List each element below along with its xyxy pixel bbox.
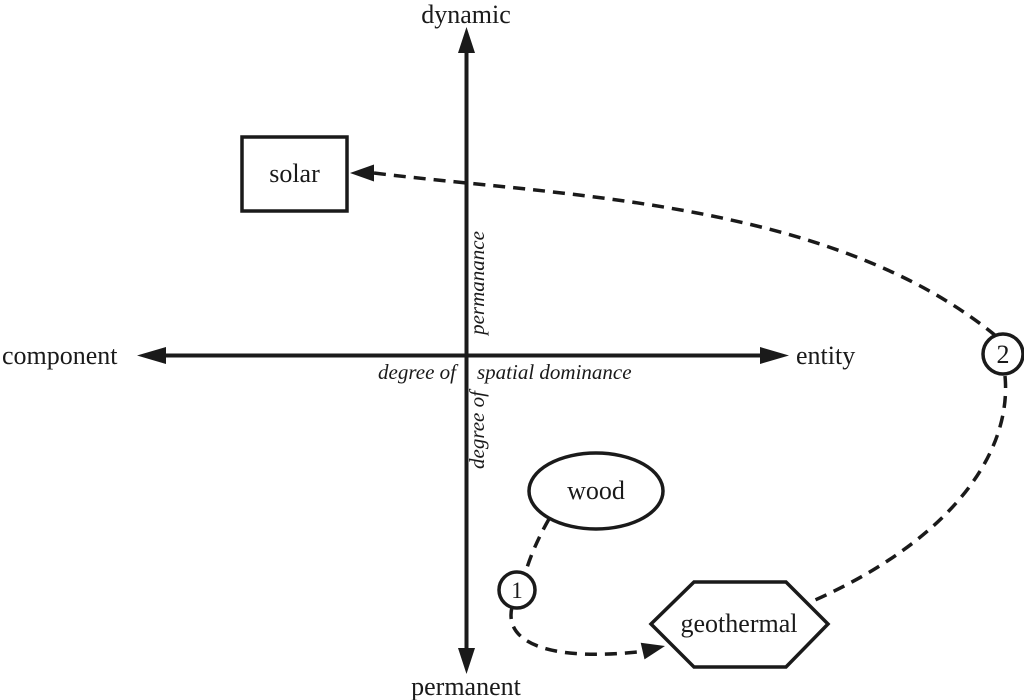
marker-2-circle — [981, 332, 1024, 376]
link-wood-to-1-curve — [523, 518, 551, 575]
horizontal-axis — [137, 347, 789, 364]
geothermal-hexagon — [648, 580, 831, 669]
node-solar: solar — [240, 135, 349, 213]
marker-1-circle — [497, 570, 537, 610]
down-arrowhead-icon — [458, 648, 475, 674]
link-2-to-solar-curve — [373, 171, 998, 338]
right-arrowhead-icon — [760, 347, 789, 364]
horizontal-axis-caption-spatial-dominance: spatial dominance — [477, 360, 632, 384]
solar-rectangle — [240, 135, 349, 213]
up-arrowhead-icon — [458, 27, 475, 53]
vertical-axis — [458, 27, 475, 674]
left-arrowhead-icon — [137, 347, 166, 364]
link-2-to-solar — [350, 164, 998, 338]
axis-label-entity: entity — [796, 341, 855, 370]
geothermal-arrowhead-icon — [640, 642, 665, 660]
axis-label-permanent: permanent — [411, 672, 522, 700]
wood-label: wood — [567, 476, 625, 505]
vertical-axis-caption-degree-of: degree of — [465, 388, 489, 469]
solar-arrowhead-icon — [350, 164, 374, 182]
marker-2-number: 2 — [997, 340, 1010, 369]
node-geothermal: geothermal — [648, 580, 831, 669]
axis-label-component: component — [2, 341, 118, 370]
link-1-to-geothermal-curve — [509, 606, 647, 657]
link-1-to-geothermal — [509, 606, 665, 660]
solar-label: solar — [269, 159, 320, 188]
axis-label-dynamic: dynamic — [421, 0, 511, 29]
marker-1-number: 1 — [511, 578, 523, 603]
vertical-axis-caption-permanance: permanance — [465, 231, 489, 337]
horizontal-axis-caption-degree-of: degree of — [378, 360, 459, 384]
node-wood: wood — [527, 451, 665, 531]
wood-ellipse — [527, 451, 665, 531]
geothermal-label: geothermal — [681, 609, 798, 638]
marker-2: 2 — [981, 332, 1024, 376]
link-2-to-geothermal-curve — [805, 375, 1008, 606]
marker-1: 1 — [497, 570, 537, 610]
